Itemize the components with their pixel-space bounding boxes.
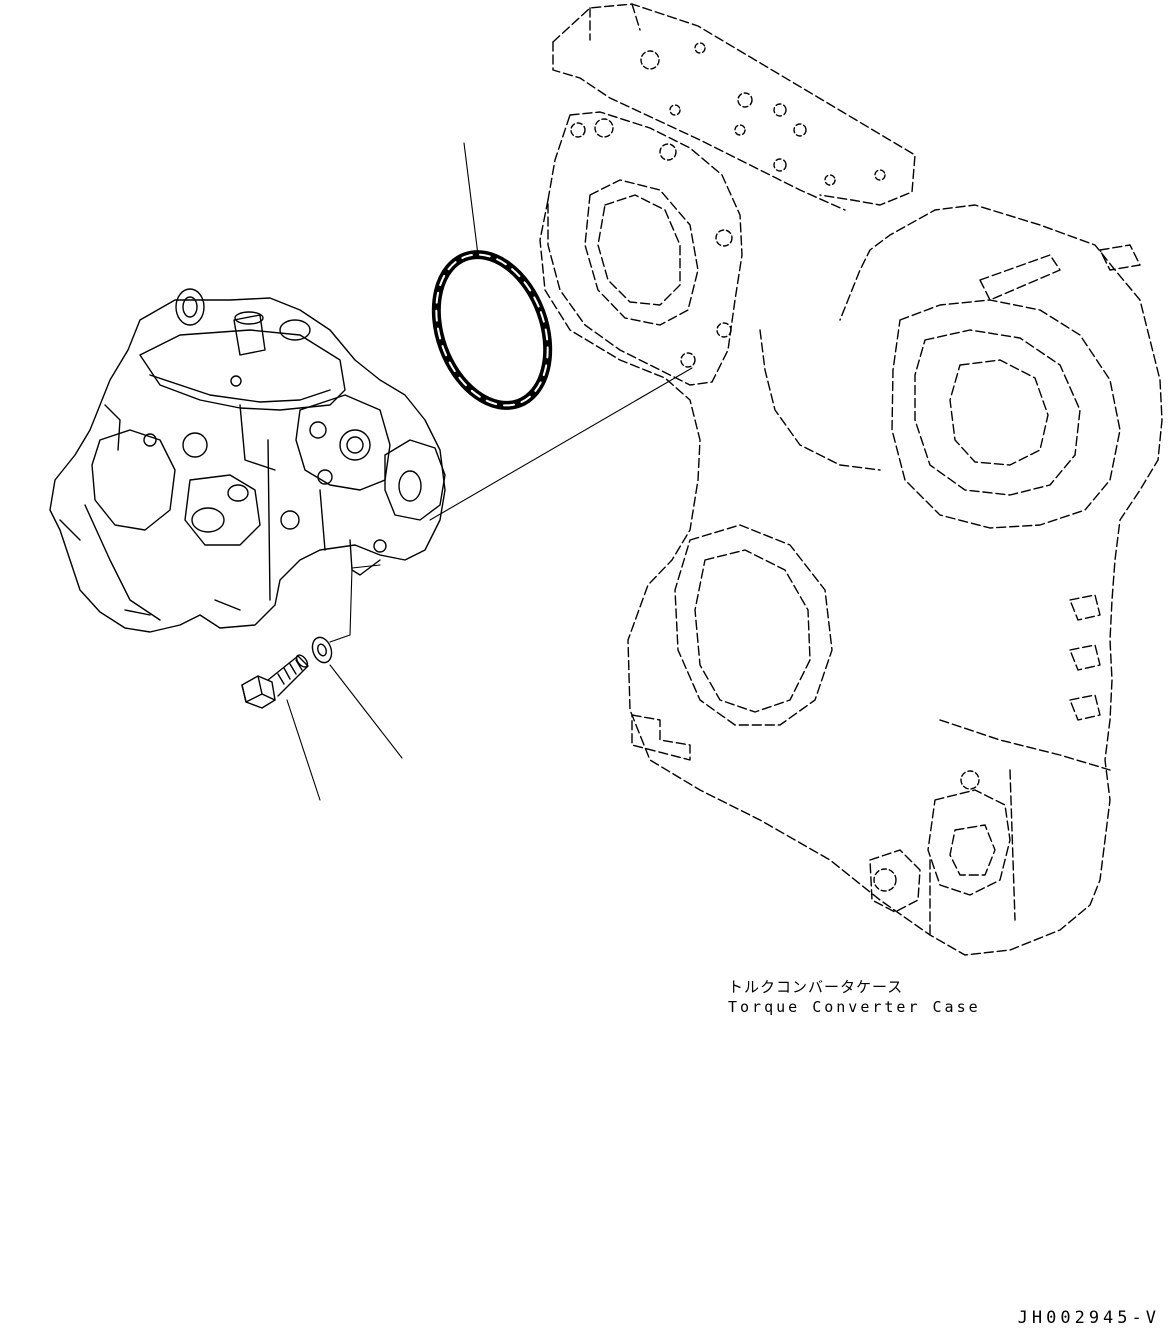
leader-lines: [286, 142, 693, 801]
drawing-number: JH002945-V: [1017, 1308, 1160, 1328]
case-label-english: Torque Converter Case: [728, 998, 981, 1016]
bolt: [241, 654, 309, 709]
o-ring: [431, 250, 553, 410]
case-bolt-holes: [570, 42, 980, 892]
torque-converter-case: [539, 3, 1163, 956]
case-label-japanese: トルクコンバータケース: [728, 978, 904, 996]
hydraulic-pump: [49, 288, 446, 633]
washer: [311, 636, 333, 664]
